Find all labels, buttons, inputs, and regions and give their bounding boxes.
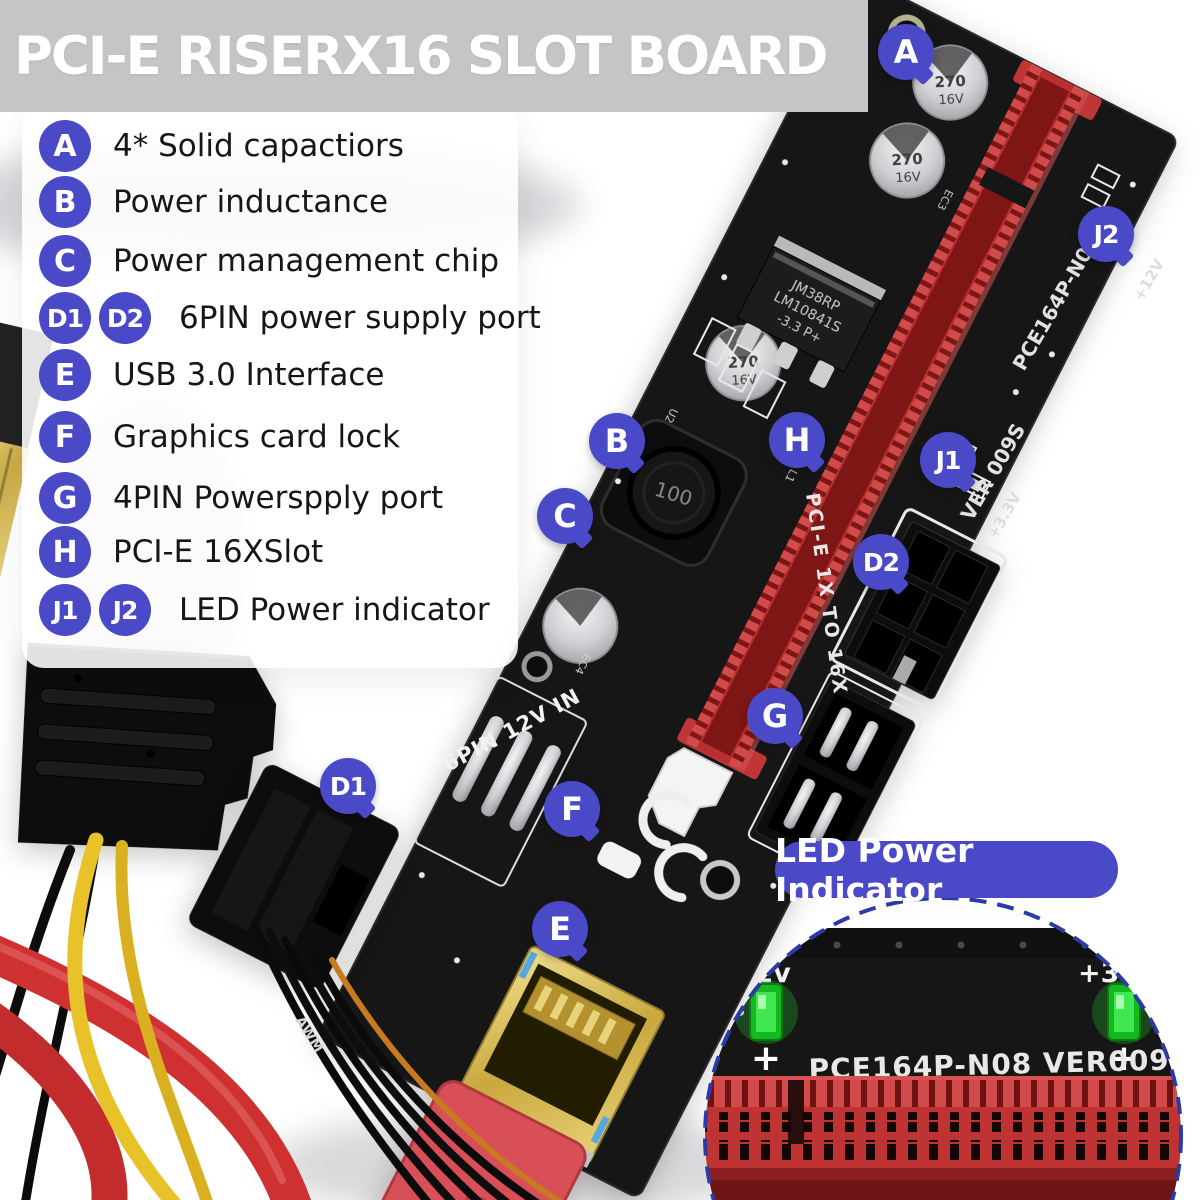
callout-b: B bbox=[589, 413, 645, 469]
cap-value: 270 bbox=[934, 72, 966, 92]
callout-c: C bbox=[537, 488, 593, 544]
cap-value: 270 bbox=[727, 352, 759, 372]
micro-label: U2 bbox=[662, 406, 680, 425]
legend-badge-c: C bbox=[39, 235, 91, 287]
legend-label: Graphics card lock bbox=[113, 419, 401, 455]
legend-badge-b: B bbox=[39, 176, 91, 228]
legend-badge-d2: D2 bbox=[99, 292, 151, 344]
callout-h: H bbox=[769, 412, 825, 468]
callout-d2: D2 bbox=[853, 534, 909, 590]
legend-badge-j1: J1 bbox=[39, 584, 91, 636]
legend-row-a: A 4* Solid capactiors bbox=[39, 120, 404, 172]
legend-row-h: H PCI-E 16XSlot bbox=[39, 526, 323, 578]
six-pin-wires bbox=[251, 921, 563, 1200]
legend-badge-e: E bbox=[39, 349, 91, 401]
legend-row-f: F Graphics card lock bbox=[39, 411, 400, 463]
power-wires bbox=[0, 832, 311, 1200]
title-banner: PCI-E RISERX16 SLOT BOARD bbox=[0, 0, 868, 112]
legend-label: 4PIN Powerspply port bbox=[113, 480, 444, 516]
legend-label: Power management chip bbox=[113, 243, 500, 279]
power-management-chip: JM38RP LM10841S -3.3 P+ bbox=[736, 235, 887, 388]
callout-a: A bbox=[878, 24, 934, 80]
sata-power-connector bbox=[17, 642, 277, 851]
legend-card: A 4* Solid capactiors B Power inductance… bbox=[22, 106, 541, 668]
legend-badge-j2: J2 bbox=[99, 584, 151, 636]
legend-badge-f: F bbox=[39, 411, 91, 463]
graphics-card-lock bbox=[597, 747, 734, 879]
legend-label: USB 3.0 Interface bbox=[113, 357, 385, 393]
ce-mark bbox=[638, 790, 708, 903]
legend-label: 6PIN power supply port bbox=[179, 300, 541, 336]
callout-j1: J1 bbox=[920, 432, 976, 488]
legend-label: 4* Solid capactiors bbox=[113, 128, 404, 164]
solder-pads bbox=[418, 159, 1136, 964]
inset-plus-right: + bbox=[1109, 1038, 1139, 1079]
legend-badge-a: A bbox=[39, 120, 91, 172]
inset-plus-left: + bbox=[751, 1038, 781, 1079]
callout-j2: J2 bbox=[1078, 206, 1134, 262]
pcie-x16-slot bbox=[677, 60, 1102, 780]
legend-row-b: B Power inductance bbox=[39, 176, 388, 228]
six-pin-plug-d1 bbox=[189, 764, 399, 988]
legend-row-j: J1 J2 LED Power indicator bbox=[39, 584, 490, 636]
legend-row-g: G 4PIN Powerspply port bbox=[39, 472, 443, 524]
legend-row-c: C Power management chip bbox=[39, 235, 499, 287]
callout-f: F bbox=[544, 781, 600, 837]
legend-badge-h: H bbox=[39, 526, 91, 578]
four-pin-connector-g bbox=[747, 671, 923, 883]
legend-badge-g: G bbox=[39, 472, 91, 524]
led-inset-zoom: +12v D3 + +3.3v D4 + PCE164P-N08 VER009S bbox=[705, 898, 1181, 1200]
six-pin-connector-d2 bbox=[831, 508, 1007, 710]
micro-label: L1 bbox=[782, 467, 800, 485]
six-pin-header-d1 bbox=[414, 676, 587, 887]
page-title: PCI-E RISERX16 SLOT BOARD bbox=[14, 25, 828, 87]
v12-label: +12V bbox=[1130, 256, 1168, 304]
legend-label: Power inductance bbox=[113, 184, 389, 220]
legend-label: LED Power indicator bbox=[179, 592, 490, 628]
riser-board: 270 16V 270 16V 270 16V bbox=[320, 0, 1177, 1200]
cap-volt: 16V bbox=[938, 92, 964, 108]
legend-badge-d1: D1 bbox=[39, 292, 91, 344]
legend-row-e: E USB 3.0 Interface bbox=[39, 349, 384, 401]
cap-volt: 16V bbox=[895, 170, 921, 186]
solid-capacitor: 270 16V 270 16V 270 16V bbox=[542, 44, 989, 664]
inset-d4: D4 bbox=[1150, 1001, 1174, 1020]
legend-row-d: D1 D2 6PIN power supply port bbox=[39, 292, 541, 344]
led-indicator-pill: LED Power Indicator bbox=[775, 831, 1118, 909]
legend-label: PCI-E 16XSlot bbox=[113, 534, 324, 570]
callout-g: G bbox=[747, 688, 803, 744]
callout-e: E bbox=[532, 901, 588, 957]
callout-d1: D1 bbox=[320, 758, 376, 814]
inset-dashed-border bbox=[703, 896, 1183, 1200]
cap-value: 270 bbox=[891, 150, 923, 170]
